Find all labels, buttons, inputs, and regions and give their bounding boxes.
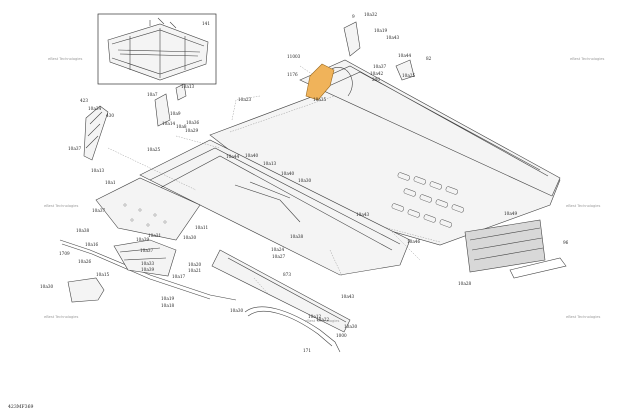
part-label: 873 <box>283 272 291 277</box>
front-bumper <box>59 239 237 303</box>
part-label: 10a37 <box>68 146 81 151</box>
part-label: 10a13 <box>181 84 194 89</box>
part-label: 10a14 <box>162 121 175 126</box>
part-label: 10a29 <box>185 128 198 133</box>
leader-lines <box>107 65 421 297</box>
part-label: 430 <box>106 113 114 118</box>
part-label: 10a32 <box>364 12 377 17</box>
part-label: 10a25 <box>402 73 415 78</box>
part-label: 10a37 <box>140 248 153 253</box>
part-label: 10a11 <box>195 225 208 230</box>
center-spine <box>139 139 411 276</box>
part-label: 10a36 <box>186 120 199 125</box>
part-label: 10a44 <box>226 154 239 159</box>
watermark: eBest Technologies <box>44 315 79 319</box>
part-label: 10a17 <box>172 274 185 279</box>
part-label: 10a24 <box>271 247 284 252</box>
upper-brackets <box>343 21 415 81</box>
part-label: 200 <box>372 77 380 82</box>
part-label: 10a37 <box>373 64 386 69</box>
part-label: 9 <box>352 14 355 19</box>
part-label: 10a15 <box>96 272 109 277</box>
part-label: 10a40 <box>281 171 294 176</box>
part-label: 171 <box>303 348 311 353</box>
part-label: 10a13 <box>263 161 276 166</box>
part-label: 10a44 <box>398 53 411 58</box>
right-rail <box>299 59 561 197</box>
part-label: 10a20 <box>188 262 201 267</box>
part-label: 10a22 <box>316 317 329 322</box>
part-label: 10a39 <box>136 237 149 242</box>
part-label: 10a1 <box>105 180 116 185</box>
part-label: 10a25 <box>147 147 160 152</box>
part-label: 10a30 <box>183 235 196 240</box>
part-label: 10a9 <box>170 111 181 116</box>
part-label: 10a37 <box>92 208 105 213</box>
part-label: 10a30 <box>344 324 357 329</box>
lower-side-rail <box>211 249 351 333</box>
part-label: 10a31 <box>148 233 161 238</box>
part-label: 1000 <box>336 333 347 338</box>
part-label: 10a33 <box>141 261 154 266</box>
foot-rail <box>244 306 341 353</box>
part-label: 10a30 <box>230 308 243 313</box>
inset-overview: 141 <box>97 13 217 85</box>
part-label: 10a12 <box>308 314 321 319</box>
part-label: 82 <box>426 56 432 61</box>
watermark: eBest Technologies <box>48 57 83 61</box>
watermark: eBest Technologies <box>305 319 340 323</box>
part-label: 10a7 <box>147 92 158 97</box>
highlighted-bracket <box>305 63 335 101</box>
part-label: 10a8 <box>176 124 187 129</box>
rear-bumper <box>464 219 567 279</box>
watermark: eBest Technologies <box>570 57 605 61</box>
part-label: 10a43 <box>341 294 354 299</box>
part-label: 10a46 <box>407 239 420 244</box>
part-label: 1709 <box>59 251 70 256</box>
part-label: 423 <box>80 98 88 103</box>
watermark: eBest Technologies <box>566 315 601 319</box>
part-label: 10a18 <box>161 303 174 308</box>
part-label: 11003 <box>287 54 301 59</box>
part-label: 10a38 <box>76 228 89 233</box>
inset-label: 141 <box>202 21 210 26</box>
watermark: eBest Technologies <box>44 204 79 208</box>
part-label: 10a38 <box>290 234 303 239</box>
upright-brackets <box>154 83 187 127</box>
part-label: 10a49 <box>504 211 517 216</box>
part-label: 10a23 <box>238 97 251 102</box>
part-label: 10a43 <box>386 35 399 40</box>
part-labels: 9 10a32 10a19 10a43 11003 1176 10a35 10a… <box>40 12 569 353</box>
part-label: 10a30 <box>298 178 311 183</box>
left-brace <box>83 105 109 161</box>
part-label: 10a28 <box>458 281 471 286</box>
part-label: 10a19 <box>161 296 174 301</box>
part-label: 10a30 <box>40 284 53 289</box>
part-label: 1176 <box>287 72 298 77</box>
diagram-code: 423MF369 <box>8 404 34 410</box>
part-label: 10a39 <box>141 267 154 272</box>
watermarks: eBest Technologies eBest Technologies eB… <box>44 57 605 323</box>
part-label: 10a43 <box>356 212 369 217</box>
part-label: 10a40 <box>245 153 258 158</box>
part-label: 10a21 <box>188 268 201 273</box>
part-label: 10a13 <box>91 168 104 173</box>
part-label: 96 <box>563 240 569 245</box>
part-label: 10a27 <box>272 254 285 259</box>
part-label: 10a42 <box>370 71 383 76</box>
part-label: 10a26 <box>78 259 91 264</box>
part-label: 10a35 <box>313 97 326 102</box>
part-label: 10a19 <box>374 28 387 33</box>
watermark: eBest Technologies <box>566 204 601 208</box>
part-label: 10a16 <box>85 242 98 247</box>
part-label: 10a34 <box>88 106 101 111</box>
left-panel <box>95 177 201 241</box>
